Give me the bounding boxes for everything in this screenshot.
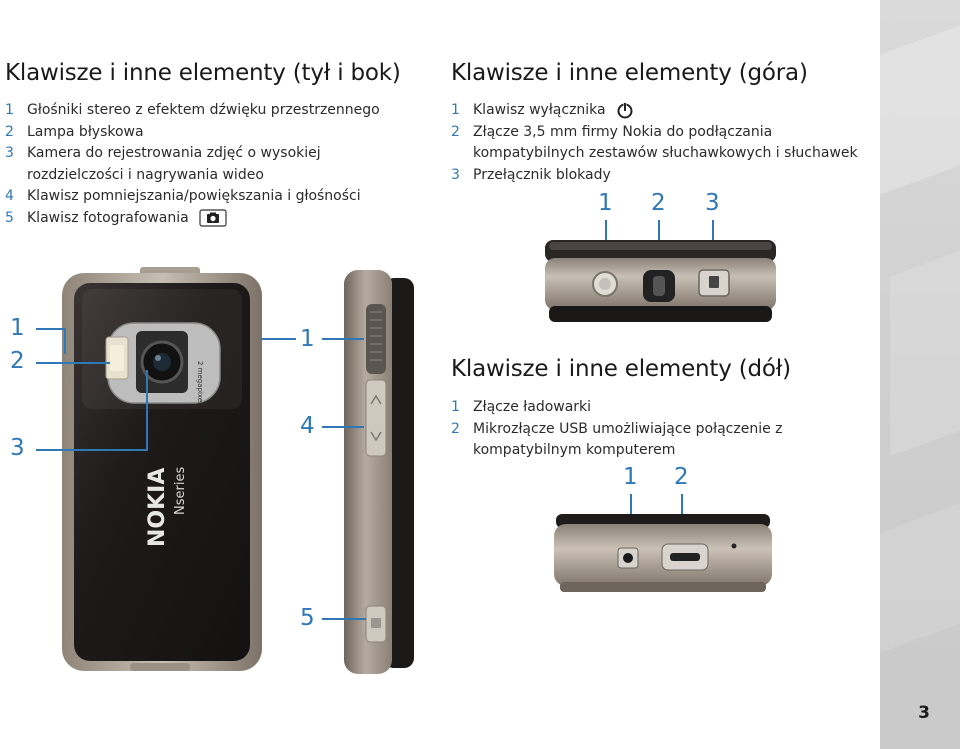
heading-bottom: Klawisze i inne elementy (dół) (451, 356, 791, 382)
item-text: Przełącznik blokady (473, 166, 611, 183)
side-decoration-strip (880, 0, 960, 749)
list-item: 2 Złącze 3,5 mm firmy Nokia do podłączani… (451, 122, 876, 165)
item-number: 3 (451, 166, 460, 183)
list-item: 1 Głośniki stereo z efektem dźwięku przes… (5, 100, 415, 122)
phone-bottom-illustration (554, 514, 772, 592)
item-text: Złącze 3,5 mm firmy Nokia do podłączania… (473, 123, 858, 162)
list-top: 1 Klawisz wyłącznika 2 Złącze 3,5 mm firmy… (451, 100, 876, 186)
callout-back-2: 2 (10, 348, 25, 374)
strip-facet (880, 496, 960, 664)
phone-back-illustration: 2 megapixel NOKIA Nseries (62, 267, 262, 671)
leader-line (36, 362, 110, 364)
leader-line (36, 328, 66, 330)
callout-top-3: 3 (705, 190, 720, 216)
list-item: 1 Klawisz wyłącznika (451, 100, 876, 122)
list-item: 3 Kamera do rejestrowania zdjęć o wysokie… (5, 143, 365, 186)
phone-side-illustration (344, 270, 414, 674)
callout-side-5: 5 (300, 605, 315, 631)
camera-key-icon (199, 208, 227, 227)
page-number: 3 (918, 703, 930, 723)
item-text: Klawisz fotografowania (27, 209, 189, 226)
item-number: 1 (451, 399, 460, 415)
item-number: 3 (5, 145, 14, 161)
phone-series-text: Nseries (173, 467, 188, 515)
callout-back-3: 3 (10, 435, 25, 461)
item-number: 4 (5, 188, 14, 204)
list-back-side: 1 Głośniki stereo z efektem dźwięku przes… (5, 100, 415, 229)
power-icon (617, 102, 633, 119)
item-text: Mikrozłącze USB umożliwiające połączenie… (473, 420, 783, 459)
item-text: Głośniki stereo z efektem dźwięku przest… (27, 102, 380, 118)
camera-megapixel-label: 2 megapixel (196, 361, 204, 404)
item-text: Lampa błyskowa (27, 123, 144, 140)
list-item: 2 Mikrozłącze USB umożliwiające połączeni… (451, 419, 811, 462)
callout-back-1: 1 (10, 315, 25, 341)
item-text: Klawisz pomniejszania/powiększania i gło… (27, 188, 361, 204)
callout-side-1: 1 (300, 326, 315, 352)
heading-top: Klawisze i inne elementy (góra) (451, 60, 808, 86)
strip-facet (890, 243, 960, 457)
leader-line (262, 338, 296, 340)
list-item: 3 Przełącznik blokady (451, 165, 876, 187)
callout-top-1: 1 (598, 190, 613, 216)
item-number: 1 (5, 102, 14, 118)
item-text: Złącze ładowarki (473, 399, 592, 415)
leader-line (64, 328, 66, 354)
list-item: 4 Klawisz pomniejszania/powiększania i gł… (5, 186, 415, 208)
leader-line (146, 370, 148, 451)
item-number: 1 (451, 102, 460, 118)
heading-back-side: Klawisze i inne elementy (tył i bok) (5, 60, 401, 86)
item-number: 5 (5, 209, 14, 226)
callout-top-2: 2 (651, 190, 666, 216)
list-bottom: 1 Złącze ładowarki 2 Mikrozłącze USB umożl… (451, 397, 811, 462)
callout-bottom-2: 2 (674, 464, 689, 490)
callout-bottom-1: 1 (623, 464, 638, 490)
item-number: 2 (451, 123, 460, 140)
item-number: 2 (451, 420, 460, 437)
phone-brand-text: NOKIA (145, 468, 170, 547)
list-item: 1 Złącze ładowarki (451, 397, 811, 419)
leader-line (322, 426, 364, 428)
list-item: 5 Klawisz fotografowania (5, 208, 415, 230)
leader-line (322, 618, 366, 620)
strip-facet (880, 18, 960, 202)
leader-line (322, 338, 364, 340)
item-text: Kamera do rejestrowania zdjęć o wysokiej… (27, 145, 321, 183)
item-number: 2 (5, 123, 14, 140)
list-item: 2 Lampa błyskowa (5, 122, 415, 144)
phone-top-illustration (545, 240, 776, 322)
leader-line (36, 449, 146, 451)
callout-side-4: 4 (300, 413, 315, 439)
item-text: Klawisz wyłącznika (473, 102, 606, 118)
